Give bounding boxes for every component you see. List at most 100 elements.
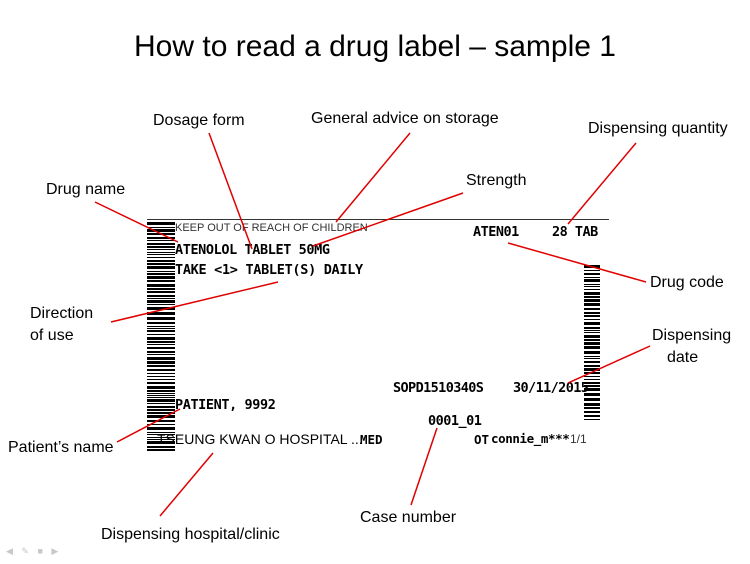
- barcode-bar: [584, 356, 600, 357]
- callout-dispensing-date-line2: date: [667, 349, 699, 366]
- barcode-bar: [147, 379, 175, 380]
- barcode-bar: [147, 266, 175, 269]
- barcode-bar: [584, 403, 600, 406]
- barcode-bar: [147, 222, 175, 225]
- barcode-bar: [147, 260, 175, 262]
- barcode-bar: [584, 368, 600, 371]
- ot-text: OT: [474, 432, 490, 447]
- barcode-bar: [147, 249, 175, 250]
- barcode-bar: [147, 395, 175, 396]
- barcode-bar: [584, 332, 600, 333]
- barcode-bar: [147, 386, 175, 389]
- barcode-bar: [147, 365, 175, 367]
- direction-line: TAKE <1> TABLET(S) DAILY: [175, 262, 363, 278]
- barcode-bar: [147, 243, 175, 245]
- callout-dispensing-date-line1: Dispensing: [652, 327, 732, 344]
- barcode-bar: [147, 273, 175, 275]
- barcode-bar: [147, 304, 175, 305]
- barcode-bar: [147, 322, 175, 324]
- barcode-bar: [584, 322, 600, 325]
- barcode-bar: [147, 263, 175, 265]
- barcode-bar: [147, 280, 175, 282]
- barcode-bar: [147, 334, 175, 335]
- callout-drug-name: Drug name: [46, 181, 126, 198]
- dept-text: MED: [360, 432, 383, 447]
- quantity-text: 28 TAB: [552, 224, 598, 240]
- barcode-bar: [147, 237, 175, 239]
- barcode-bar: [147, 295, 175, 297]
- barcode-bar: [584, 308, 600, 310]
- barcode-bar: [147, 412, 175, 414]
- barcode-bar: [147, 449, 175, 451]
- barcode-bar: [147, 397, 175, 398]
- barcode-bar: [584, 407, 600, 409]
- barcode-bar: [147, 361, 175, 364]
- barcode-bar: [147, 254, 175, 255]
- callout-direction-line1: Direction: [30, 305, 94, 322]
- drug-line: ATENOLOL TABLET 50MG: [175, 242, 330, 258]
- leader-hospital: [159, 452, 214, 517]
- barcode-bar: [147, 246, 175, 248]
- barcode-bar: [147, 415, 175, 418]
- barcode-bar: [584, 393, 600, 396]
- callout-strength: Strength: [466, 172, 527, 189]
- barcode-bar: [584, 335, 600, 338]
- barcode-bar: [584, 279, 600, 282]
- callout-direction: Direction of use: [30, 303, 93, 347]
- barcode-bar: [147, 307, 175, 310]
- barcode-bar: [584, 388, 600, 391]
- callout-dispensing-date: Dispensing date: [652, 325, 731, 369]
- leader-dispensing-quantity: [567, 142, 637, 225]
- barcode-bar: [147, 284, 175, 287]
- callout-dosage-form: Dosage form: [153, 112, 245, 129]
- barcode-bar: [147, 271, 175, 272]
- barcode-bar: [147, 298, 175, 299]
- barcode-bar: [147, 330, 175, 332]
- barcode-bar: [147, 347, 175, 349]
- barcode-bar: [147, 409, 175, 411]
- slide-nav-controls[interactable]: ◀ ✎ ■ ▶: [6, 546, 62, 556]
- barcode-bar: [147, 424, 175, 425]
- barcode-bar: [147, 427, 175, 430]
- barcode-bar: [584, 284, 600, 285]
- barcode-bar: [584, 351, 600, 354]
- barcode-bar: [147, 344, 175, 345]
- barcode-bar: [584, 277, 600, 278]
- staff-text: connie_m***: [491, 431, 570, 446]
- barcode-bar: [147, 233, 175, 235]
- barcode-bar: [147, 252, 175, 253]
- barcode-bar: [584, 296, 600, 298]
- barcode-bar: [584, 346, 600, 349]
- barcode-bar: [584, 273, 600, 275]
- barcode-bar: [584, 419, 600, 420]
- patient-text: PATIENT, 9992: [175, 397, 276, 413]
- barcode-bar: [584, 415, 600, 417]
- barcode-bar: [584, 372, 600, 374]
- barcode-bar: [147, 399, 175, 402]
- barcode-bar: [147, 257, 175, 258]
- barcode-bar: [584, 315, 600, 317]
- barcode-bar: [147, 337, 175, 340]
- callout-storage: General advice on storage: [311, 110, 499, 127]
- barcode-bar: [147, 357, 175, 360]
- barcode-bar: [147, 403, 175, 404]
- barcode-bar: [147, 369, 175, 371]
- barcode-bar: [584, 330, 600, 331]
- barcode-bar: [147, 229, 175, 232]
- callout-patient-name: Patient’s name: [8, 439, 114, 456]
- callout-dispensing-quantity: Dispensing quantity: [588, 120, 728, 137]
- barcode-bar: [584, 270, 600, 271]
- page-text: 1/1: [570, 432, 587, 446]
- barcode-bar: [147, 328, 175, 329]
- barcode-bar: [147, 227, 175, 228]
- barcode-bar: [147, 276, 175, 279]
- barcode-bar: [584, 342, 600, 345]
- drug-code-text: ATEN01: [473, 224, 519, 240]
- barcode-bar: [584, 327, 600, 329]
- hospital-text: TSEUNG KWAN O HOSPITAL ...: [157, 431, 363, 447]
- barcode-bar: [147, 300, 175, 303]
- barcode-bar: [147, 288, 175, 290]
- case-number-text: SOPD1510340S: [393, 380, 484, 396]
- barcode-bar: [147, 393, 175, 394]
- leader-storage: [335, 132, 411, 223]
